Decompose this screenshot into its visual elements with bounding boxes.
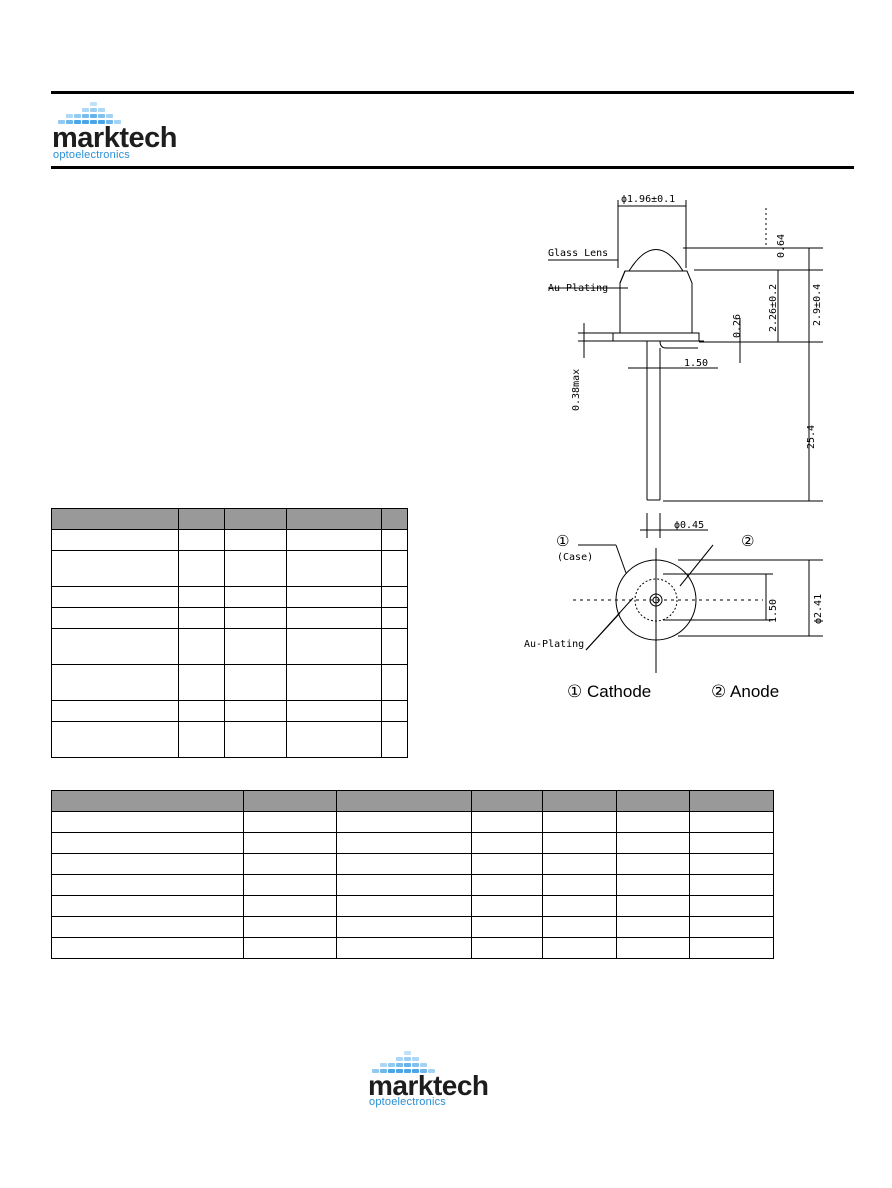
dim-total-height: 2.9±0.4 — [812, 284, 823, 326]
dim-flange: 0.26 — [732, 314, 743, 338]
table-row — [50, 874, 774, 896]
table-header-row — [51, 508, 408, 530]
ratings-table — [51, 508, 408, 758]
logo-subtitle: optoelectronics — [369, 1096, 446, 1108]
label-au-plating-top: Au-Plating — [548, 283, 608, 294]
table-row — [50, 811, 774, 833]
dim-bottom-dia: ϕ2.41 — [813, 594, 824, 624]
label-case: (Case) — [557, 552, 593, 563]
table-row — [50, 937, 774, 959]
logo-wordmark: marktech — [52, 122, 177, 154]
dim-bottom-spacing: 1.50 — [768, 599, 779, 623]
table-row — [51, 700, 408, 722]
table-header-row — [50, 790, 774, 812]
dim-lens-diameter: ϕ1.96±0.1 — [621, 194, 675, 205]
table-row — [51, 628, 408, 665]
header-bottom-rule — [51, 166, 854, 169]
table-row — [51, 529, 408, 551]
marker-anode: ② — [741, 532, 754, 550]
table-row — [51, 607, 408, 629]
dim-038max: 0.38max — [571, 369, 582, 411]
dim-lead-length: 25.4 — [806, 425, 817, 449]
legend-anode: ② Anode — [711, 682, 780, 701]
table-row — [51, 550, 408, 587]
table-row — [50, 916, 774, 938]
marker-case: ① — [556, 532, 569, 550]
footer-logo: marktech optoelectronics — [368, 1050, 528, 1112]
table-row — [50, 895, 774, 917]
dim-top: 0.64 — [776, 234, 787, 258]
characteristics-table — [50, 790, 774, 959]
logo-wordmark: marktech — [368, 1070, 489, 1101]
table-row — [51, 586, 408, 608]
table-row — [51, 721, 408, 758]
header-top-rule — [51, 91, 854, 94]
logo-dots-icon — [368, 1050, 438, 1076]
dim-lead-dia: ϕ0.45 — [674, 520, 704, 531]
logo-dots-icon — [52, 100, 122, 128]
dim-body-height: 2.26±0.2 — [768, 284, 779, 332]
header-logo: marktech optoelectronics — [52, 100, 212, 162]
package-dimension-drawing: ϕ1.96±0.1 Glass Lens Au-Plating 0.64 2.9… — [524, 194, 824, 673]
dim-pin-spacing: 1.50 — [684, 358, 708, 369]
logo-subtitle: optoelectronics — [53, 149, 130, 161]
table-row — [51, 664, 408, 701]
table-row — [50, 853, 774, 875]
legend-cathode: ① Cathode — [567, 682, 652, 701]
label-au-plating-bottom: Au-Plating — [524, 639, 584, 650]
table-row — [50, 832, 774, 854]
label-glass-lens: Glass Lens — [548, 248, 608, 259]
